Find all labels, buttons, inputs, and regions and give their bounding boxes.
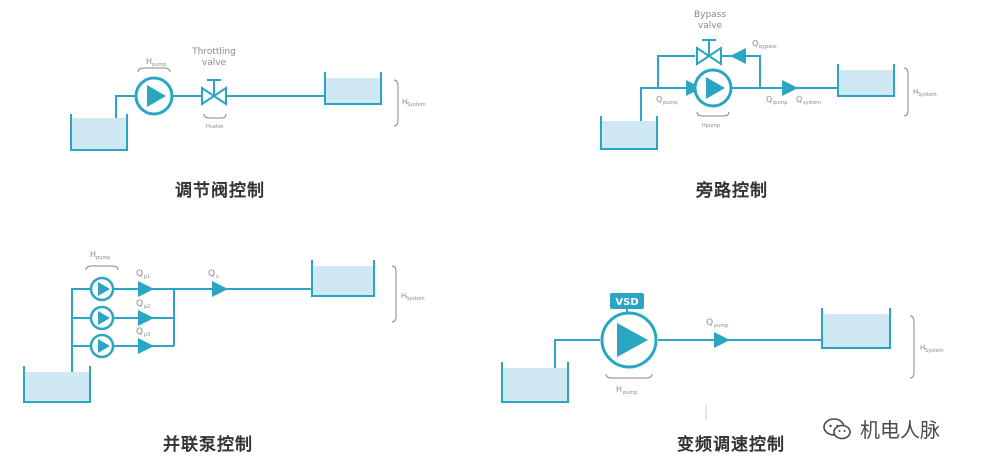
h-system-sub: System: [918, 92, 937, 98]
q-pump-out-sub: pump: [773, 100, 787, 106]
vsd-diagram: VSD Q pump H pump H System: [501, 293, 944, 420]
watermark-text: 机电人脉: [860, 418, 940, 442]
q-bypass-label: Q: [752, 39, 758, 48]
h-system-sub: System: [406, 296, 425, 302]
suction-pipe: [115, 95, 136, 118]
source-tank: [23, 366, 91, 403]
vsd-label: VSD: [615, 297, 638, 308]
q-p3-label: Q: [136, 327, 143, 337]
q-system-sub: system: [803, 100, 821, 106]
q-bypass-sub: bypass: [759, 44, 777, 50]
h-pump-label: H: [90, 250, 96, 259]
h-system-brace: [391, 265, 397, 323]
q-p1-label: Q: [136, 269, 143, 279]
caption-bypass: 旁路控制: [696, 181, 768, 201]
caption-parallel: 并联泵控制: [163, 435, 253, 455]
h-pump-sub: pump: [96, 255, 110, 261]
bypass-diagram: Bypass valve Q bypass Q pump Q pump Q sy…: [600, 10, 937, 150]
h-valve-label: Hvalve: [206, 124, 223, 130]
h-pump-brace: [696, 111, 730, 117]
bypass-valve-icon: [696, 39, 722, 66]
pump-3-icon: [89, 333, 115, 359]
q-pump-label: Q: [706, 318, 713, 328]
pump-icon: [134, 76, 174, 116]
parallel-diagram: H pump Q p1 Q p2 Q p3 Q s H System: [23, 250, 425, 403]
caption-throttling: 调节阀控制: [175, 181, 265, 201]
suction-manifold: [71, 288, 90, 372]
h-pump-sub: pump: [152, 62, 166, 68]
bypass-valve-label: Bypass: [694, 10, 726, 20]
bypass-valve-label-2: valve: [698, 21, 723, 31]
source-tank: [501, 362, 569, 403]
source-tank: [70, 114, 128, 151]
q-pump-sub: pump: [714, 323, 728, 329]
vsd-box: VSD: [610, 293, 644, 314]
q-total-label: Q: [208, 269, 215, 279]
throttling-valve-label: Throttling: [191, 47, 236, 57]
h-pump-label: H: [146, 57, 152, 66]
pump-icon: [600, 311, 658, 369]
h-pump-brace: [137, 67, 171, 73]
h-valve-brace: [203, 113, 227, 119]
pump-2-icon: [89, 305, 115, 331]
throttling-valve-icon: [201, 79, 227, 106]
destination-tank: [837, 64, 895, 97]
q-p3-sub: p3: [144, 332, 150, 338]
source-tank: [600, 116, 658, 150]
h-pump-sub: pump: [623, 390, 637, 396]
watermark: 机电人脉: [822, 414, 940, 443]
h-system-brace: [393, 79, 399, 127]
h-system-label: H: [920, 344, 925, 352]
q-pump-in-sub: pump: [663, 100, 677, 106]
h-system-label: H: [913, 88, 918, 96]
throttling-valve-label-2: valve: [202, 58, 227, 68]
destination-tank: [821, 308, 891, 349]
h-system-label: H: [401, 292, 406, 300]
h-pump-label: Hpump: [702, 123, 720, 129]
h-system-brace: [909, 315, 915, 379]
wechat-icon: [823, 417, 851, 439]
h-pump-brace: [85, 265, 119, 271]
h-system-sub: System: [407, 102, 426, 108]
h-pump-label: H: [616, 385, 622, 394]
q-total-sub: s: [216, 274, 219, 280]
caption-vsd: 变频调速控制: [677, 435, 785, 455]
h-system-brace: [903, 67, 909, 117]
suction-pipe: [640, 80, 702, 121]
h-system-label: H: [402, 98, 407, 106]
q-p1-sub: p1: [144, 274, 150, 280]
q-system-label: Q: [796, 95, 802, 104]
destination-tank: [324, 72, 382, 105]
q-pump-out-label: Q: [766, 95, 772, 104]
suction-pipe: [554, 339, 600, 368]
destination-tank: [311, 260, 375, 297]
q-p2-sub: p2: [144, 304, 150, 310]
q-p2-label: Q: [136, 299, 143, 309]
pump-1-icon: [89, 276, 115, 302]
h-system-sub: System: [925, 348, 944, 354]
h-pump-brace: [605, 373, 653, 379]
pump-icon: [693, 68, 733, 108]
q-pump-in-label: Q: [656, 95, 662, 104]
throttling-diagram: Throttling valve H pump Hvalve H System: [70, 47, 426, 151]
